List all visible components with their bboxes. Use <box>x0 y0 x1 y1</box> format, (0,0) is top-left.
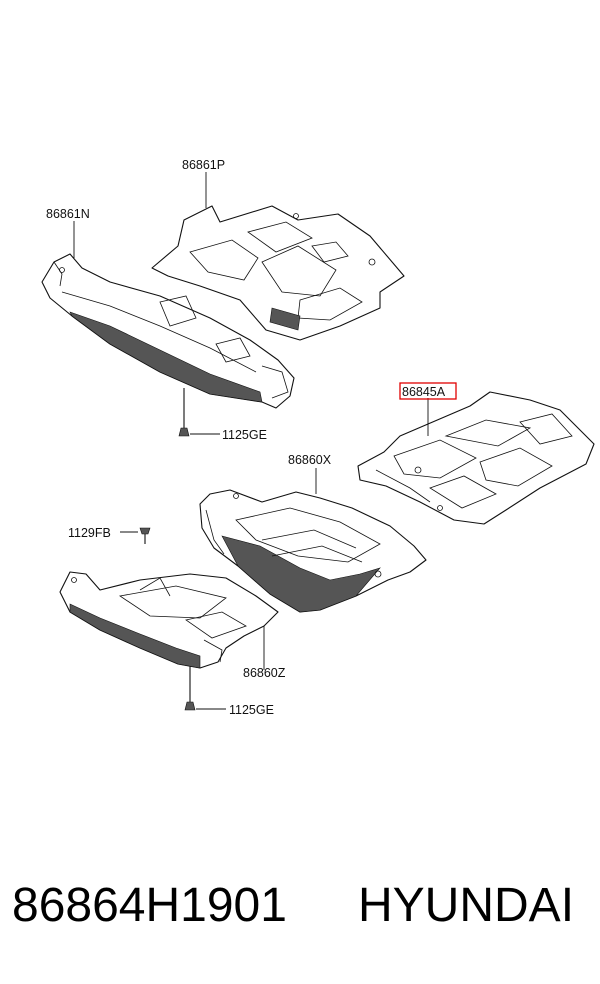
bolt-1125GE-top[interactable] <box>178 388 190 437</box>
bolt-1125GE-bottom[interactable] <box>184 666 196 711</box>
brand-name: HYUNDAI <box>358 879 575 932</box>
part-86860Z-cover[interactable] <box>59 571 279 669</box>
part-86861N-cover[interactable] <box>41 253 295 409</box>
part-86861P-panel[interactable] <box>151 205 405 341</box>
footer: 86864H1901 HYUNDAI <box>0 878 600 948</box>
label-86861P[interactable]: 86861P <box>182 158 225 172</box>
clip-1129FB[interactable] <box>139 527 151 544</box>
part-86845A-panel[interactable] <box>357 391 595 525</box>
label-1125GE-bottom[interactable]: 1125GE <box>229 703 274 717</box>
label-86860Z[interactable]: 86860Z <box>243 666 286 680</box>
label-86861N[interactable]: 86861N <box>46 207 90 221</box>
highlight-box-86845A <box>399 382 457 400</box>
label-86860X[interactable]: 86860X <box>288 453 332 467</box>
part-86860X-cover[interactable] <box>199 489 427 613</box>
part-number: 86864H1901 <box>12 879 287 932</box>
label-1125GE-top[interactable]: 1125GE <box>222 428 267 442</box>
label-86845A[interactable]: 86845A <box>402 385 446 399</box>
label-1129FB[interactable]: 1129FB <box>68 526 111 540</box>
